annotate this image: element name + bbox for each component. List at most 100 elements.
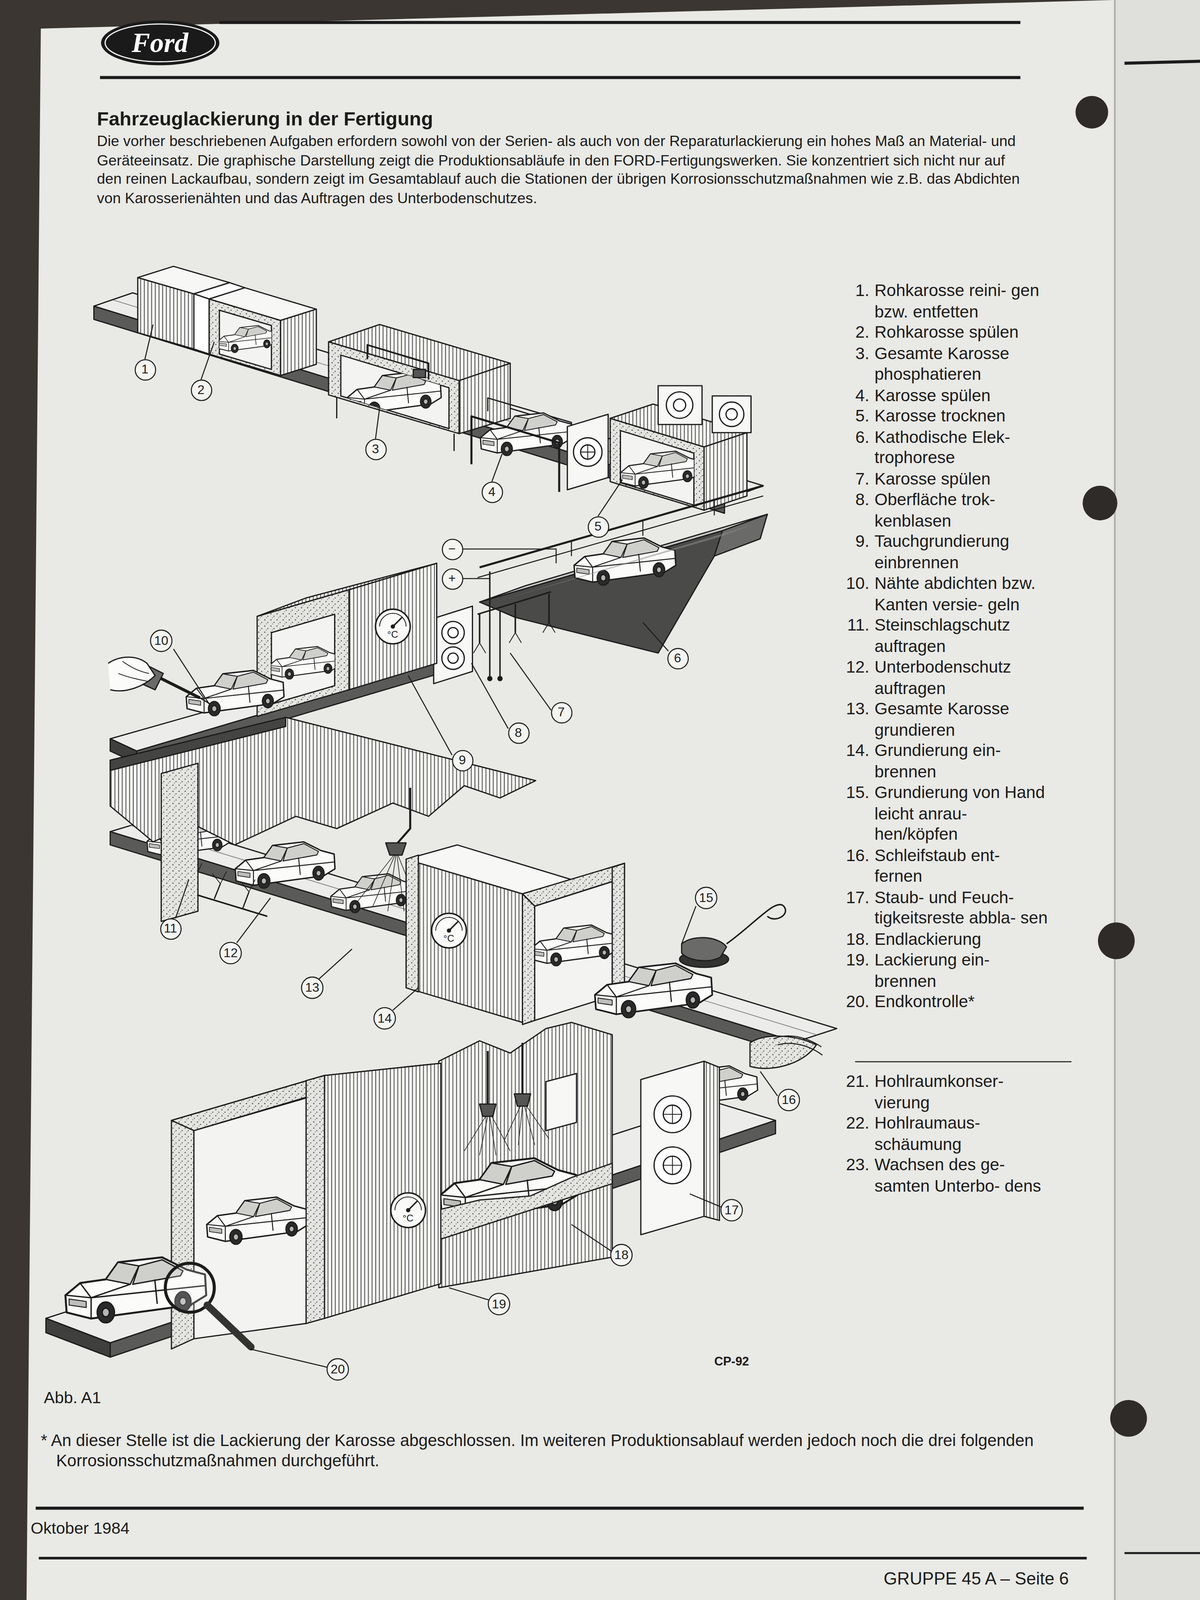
- conveyor-level-3: [110, 831, 797, 1056]
- step-number: 15.: [842, 781, 870, 845]
- leader-lines: [408, 675, 453, 756]
- step-text: Rohkarosse reini- gen bzw. entfetten: [874, 279, 1049, 322]
- rinse-station: [471, 398, 573, 493]
- baking-oven-19: [206, 1197, 309, 1245]
- callout-number: 12: [219, 941, 243, 965]
- rinse-fan-unit: [441, 621, 465, 645]
- page-sheet: [1113, 0, 1116, 1600]
- electrophoresis-tank: [479, 514, 768, 681]
- leader-lines: [318, 948, 352, 980]
- sanding-station: [773, 1035, 823, 1055]
- wash-tunnel: [194, 294, 210, 355]
- conveyor-level-3: [130, 825, 817, 1035]
- sanding-booth-15: [530, 925, 620, 966]
- callout-number: 4: [480, 480, 503, 503]
- callout-number: +: [441, 567, 463, 590]
- leader-lines: [689, 1194, 722, 1208]
- page-sheet: [1124, 1551, 1200, 1554]
- leader-lines: [642, 622, 669, 652]
- step-item: 11.Steinschlagschutz auftragen: [842, 614, 1049, 656]
- callout-number: 17: [720, 1198, 743, 1222]
- topcoat-booth-18: [479, 1103, 497, 1117]
- callout-text: 11: [163, 921, 177, 936]
- brand-logo: Ford: [131, 27, 189, 58]
- step-number: 14.: [842, 739, 870, 782]
- step-list: 1.Rohkarosse reini- gen bzw. entfetten2.…: [842, 279, 1049, 1012]
- callout-text: −: [448, 541, 456, 556]
- step-item: 13.Gesamte Karosse grundieren: [842, 698, 1049, 740]
- dryer-booth: [673, 398, 686, 412]
- leader-lines: [236, 898, 271, 943]
- leader-lines: [144, 324, 778, 1368]
- step-item: 5.Karosse trocknen: [842, 405, 1049, 427]
- blow-off-fan-unit: [663, 1155, 682, 1175]
- callout-text: 16: [781, 1092, 797, 1108]
- baking-oven-19: [171, 1120, 195, 1349]
- step-number: 16.: [842, 844, 870, 887]
- dryer-booth: [580, 444, 595, 460]
- electrophoresis-tank: [479, 514, 768, 602]
- callout-number: 8: [507, 721, 529, 744]
- overhead-rail: [571, 540, 573, 557]
- callout-text: 4: [488, 484, 496, 499]
- step-item: 6.Kathodische Elek- trophorese: [842, 426, 1049, 468]
- step-text: Hohlraumaus- schäumung: [874, 1112, 1049, 1154]
- callout-text: 3: [371, 441, 379, 456]
- dryer-booth: [719, 401, 745, 427]
- electrophoresis-tank: [498, 676, 502, 681]
- rinse-fan-unit: [448, 627, 459, 638]
- callout-number: 11: [159, 917, 181, 940]
- callout-number: 19: [487, 1292, 511, 1316]
- callout-number: 3: [364, 438, 387, 460]
- topcoat-booth-18: [428, 1163, 613, 1240]
- overhead-rail: [642, 520, 644, 536]
- blow-off-fan-unit: [640, 1061, 758, 1235]
- step-list-extra: 21.Hohlraumkonser- vierung22.Hohlraumaus…: [842, 1070, 1049, 1196]
- step-text: Hohlraumkonser- vierung: [874, 1070, 1049, 1112]
- issue-date: Oktober 1984: [30, 1519, 130, 1538]
- step-text: Nähte abdichten bzw. Kanten versie- geln: [874, 572, 1049, 615]
- leader-lines: [144, 324, 154, 360]
- header-rules: [38, 1556, 1087, 1560]
- step-text: Kathodische Elek- trophorese: [874, 426, 1049, 468]
- callout-number: 14: [373, 1007, 397, 1030]
- step-number: 22.: [842, 1112, 870, 1154]
- step-text: Wachsen des ge- samten Unterbo- dens: [874, 1153, 1049, 1196]
- blow-off-fan-unit: [640, 1061, 704, 1235]
- electrophoresis-tank: [487, 676, 492, 681]
- blow-off-fan-unit: [653, 1096, 691, 1133]
- step-item: 20.Endkontrolle*: [842, 990, 1049, 1012]
- final-inspection: [207, 1305, 252, 1347]
- leader-lines: [462, 548, 557, 564]
- spray-booth-11-13: [235, 842, 335, 889]
- callout-text: 14: [377, 1011, 393, 1026]
- step-text: Gesamte Karosse grundieren: [874, 698, 1049, 740]
- dryer-booth: [666, 391, 693, 419]
- step-item: 2.Rohkarosse spülen: [842, 321, 1049, 343]
- step-item: 16.Schleifstaub ent- fernen: [842, 844, 1049, 887]
- step-number: 23.: [842, 1153, 870, 1196]
- leader-lines: [201, 341, 215, 380]
- conveyor-level-1: [94, 292, 764, 514]
- callout-text: 7: [557, 705, 565, 720]
- sanding-booth-15: [530, 925, 620, 966]
- dryer-booth: [620, 451, 701, 489]
- brand-logo-oval: [105, 23, 216, 62]
- step-number: 6.: [842, 426, 870, 468]
- sanding-station: [726, 904, 786, 944]
- phosphating-booth: [328, 324, 511, 452]
- wash-tunnel: [217, 325, 277, 353]
- spray-booth-11-13: [161, 763, 199, 922]
- dryer-booth: [567, 414, 609, 490]
- topcoat-booth-18: [428, 1022, 613, 1289]
- leader-lines: [250, 1348, 328, 1368]
- step-number: 10.: [842, 572, 870, 615]
- rinse-fan-unit: [433, 591, 556, 684]
- callout-text: 2: [197, 382, 205, 397]
- step-item: 4.Karosse spülen: [842, 384, 1049, 406]
- step-text: Grundierung von Hand leicht anrau- hen/k…: [874, 781, 1049, 845]
- step-item: 14.Grundierung ein- brennen: [842, 739, 1049, 782]
- leader-lines: [471, 663, 509, 729]
- step-text: Tauchgrundierung einbrennen: [874, 530, 1049, 573]
